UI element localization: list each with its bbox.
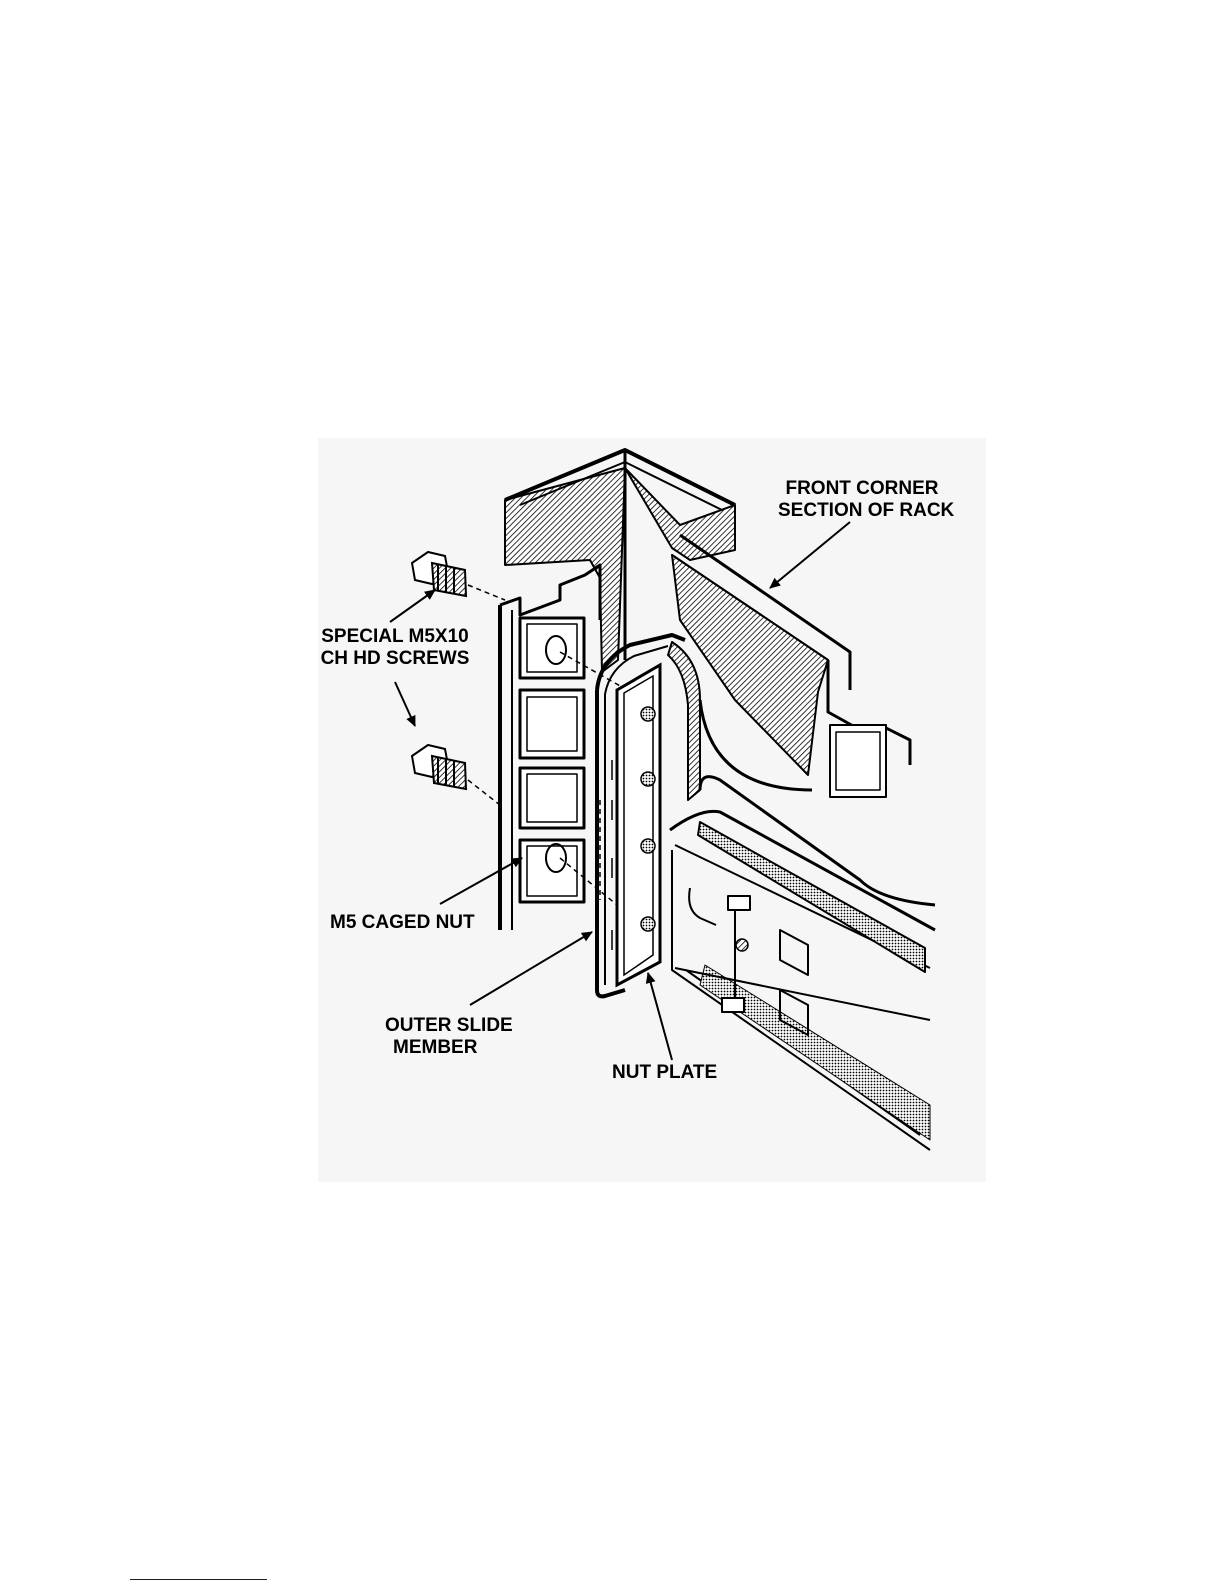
label-screws-line2: CH HD SCREWS: [320, 648, 470, 670]
nut-plate-hole-2: [641, 772, 655, 786]
label-screws: SPECIAL M5X10 CH HD SCREWS: [320, 626, 470, 670]
label-outer-slide-line2: MEMBER: [385, 1037, 513, 1059]
nut-plate: [617, 665, 660, 985]
label-front-corner: FRONT CORNER SECTION OF RACK: [778, 478, 946, 522]
nut-plate-hole-4: [641, 917, 655, 931]
label-front-corner-line1: FRONT CORNER: [778, 478, 946, 500]
label-screws-line1: SPECIAL M5X10: [320, 626, 470, 648]
label-nut-plate-text: NUT PLATE: [612, 1062, 717, 1084]
label-outer-slide-line1: OUTER SLIDE: [385, 1015, 513, 1037]
footer-rule: [130, 1579, 267, 1580]
label-caged-nut: M5 CAGED NUT: [330, 912, 475, 934]
label-outer-slide: OUTER SLIDE MEMBER: [385, 1015, 513, 1059]
label-front-corner-line2: SECTION OF RACK: [778, 500, 946, 522]
label-nut-plate: NUT PLATE: [612, 1062, 717, 1084]
nut-plate-hole-3: [641, 839, 655, 853]
label-caged-nut-text: M5 CAGED NUT: [330, 912, 475, 934]
nut-plate-hole-1: [641, 707, 655, 721]
